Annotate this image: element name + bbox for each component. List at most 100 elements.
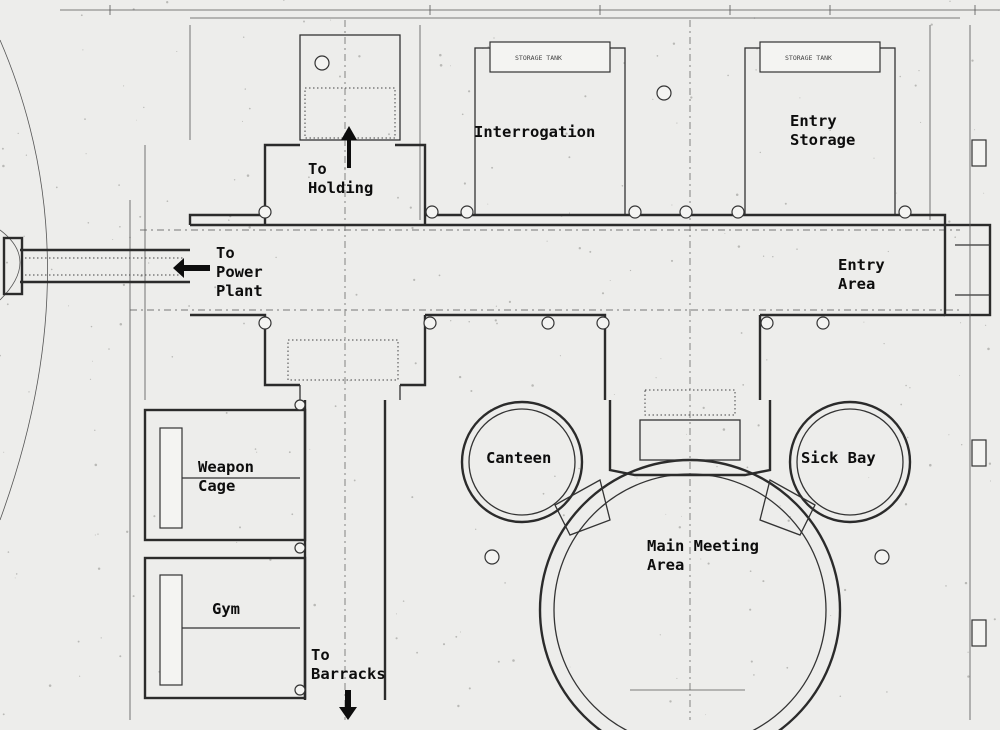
svg-text:STORAGE TANK: STORAGE TANK	[785, 54, 832, 62]
paper-speck	[671, 204, 673, 206]
paper-speck	[562, 514, 565, 517]
paper-speck	[411, 226, 414, 230]
label-to-holding-line2: Holding	[308, 179, 373, 197]
label-entry-storage-line1: Entry	[790, 112, 837, 130]
paper-speck	[636, 477, 638, 479]
paper-speck	[914, 84, 917, 87]
paper-speck	[89, 378, 92, 380]
paper-speck	[126, 530, 129, 533]
paper-speck	[960, 322, 962, 324]
paper-speck	[112, 239, 114, 240]
paper-speck	[282, 0, 285, 1]
paper-speck	[491, 166, 494, 169]
paper-speck	[678, 526, 682, 529]
paper-speck	[468, 321, 470, 323]
paper-speck	[895, 192, 897, 194]
paper-speck	[727, 74, 729, 77]
paper-speck	[455, 635, 458, 638]
paper-speck	[55, 186, 58, 189]
label-to-power-plant-line2: Power	[216, 263, 263, 281]
paper-speck	[148, 262, 150, 264]
label-interrogation: Interrogation	[474, 123, 595, 141]
paper-speck	[413, 278, 416, 282]
paper-speck	[234, 489, 236, 492]
paper-speck	[755, 69, 757, 71]
paper-speck	[395, 637, 398, 640]
paper-speck	[724, 233, 726, 235]
paper-speck	[308, 176, 310, 179]
paper-speck	[248, 107, 251, 110]
paper-speck	[136, 119, 138, 121]
paper-speck	[358, 55, 361, 58]
paper-speck	[766, 359, 768, 361]
paper-speck	[395, 613, 397, 615]
grid-lines	[129, 20, 960, 720]
label-to-power-plant-line3: Plant	[216, 282, 263, 300]
paper-speck	[676, 122, 678, 124]
paper-speck	[905, 384, 907, 387]
paper-speck	[665, 513, 667, 515]
paper-speck	[568, 212, 571, 214]
paper-speck	[6, 261, 8, 264]
paper-speck	[108, 348, 110, 350]
paper-speck	[122, 283, 126, 287]
label-to-holding-line1: To	[308, 160, 327, 178]
paper-speck	[759, 151, 762, 154]
paper-speck	[275, 256, 277, 259]
paper-speck	[119, 323, 123, 326]
paper-speck	[672, 42, 676, 45]
paper-speck	[504, 582, 506, 584]
paper-speck	[303, 20, 305, 23]
paper-speck	[132, 595, 135, 598]
paper-speck	[309, 448, 311, 450]
paper-speck	[669, 700, 672, 703]
weapon-cage-room	[143, 408, 307, 542]
paper-speck	[527, 229, 529, 231]
paper-speck	[463, 182, 466, 185]
paper-speck	[349, 380, 351, 382]
label-weapon-cage-line2: Cage	[198, 477, 235, 495]
paper-speck	[784, 202, 787, 205]
paper-speck	[949, 0, 951, 2]
paper-speck	[7, 551, 10, 553]
paper-speck	[959, 375, 960, 376]
paper-speck	[77, 640, 80, 643]
label-weapon-cage-line1: Weapon	[198, 458, 254, 476]
paper-speck	[681, 515, 683, 517]
paper-speck	[883, 342, 885, 345]
paper-speck	[909, 387, 911, 389]
paper-speck	[988, 462, 992, 465]
paper-speck	[742, 384, 745, 386]
paper-speck	[702, 406, 705, 410]
column-markers	[258, 55, 912, 696]
paper-speck	[92, 360, 94, 362]
paper-speck	[171, 356, 174, 358]
paper-speck	[416, 651, 419, 654]
paper-speck	[918, 70, 920, 72]
paper-speck	[554, 475, 556, 477]
paper-speck	[494, 319, 497, 322]
paper-speck	[397, 196, 399, 199]
paper-speck	[48, 684, 52, 687]
paper-speck	[578, 247, 581, 250]
paper-speck	[984, 324, 987, 326]
paper-speck	[829, 129, 831, 131]
paper-speck	[233, 179, 236, 181]
paper-speck	[243, 322, 245, 325]
paper-speck	[746, 466, 749, 469]
paper-speck	[904, 503, 908, 506]
paper-speck	[468, 687, 471, 690]
paper-speck	[2, 713, 5, 716]
paper-speck	[993, 618, 996, 621]
label-gym: Gym	[212, 600, 240, 618]
paper-speck	[470, 389, 473, 393]
paper-speck	[388, 133, 390, 136]
paper-speck	[954, 236, 956, 238]
paper-speck	[700, 558, 702, 560]
paper-speck	[686, 433, 688, 435]
paper-speck	[68, 305, 70, 307]
paper-speck	[254, 448, 257, 450]
paper-speck	[461, 113, 464, 116]
paper-speck	[14, 577, 16, 579]
paper-speck	[983, 192, 985, 194]
